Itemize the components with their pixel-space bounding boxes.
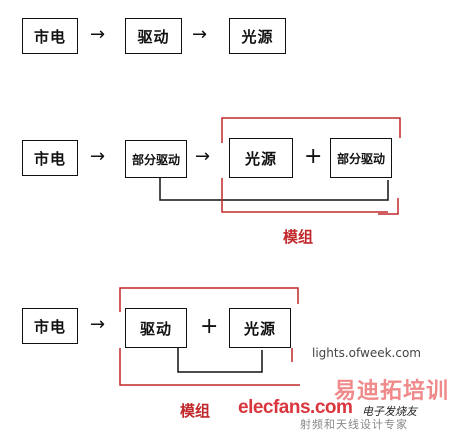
row2-arrow-2: → bbox=[195, 146, 211, 167]
row2-partial-driver-label: 部分驱动 bbox=[131, 152, 180, 167]
row3-driver-box: 驱动 bbox=[125, 308, 187, 348]
row2-light-source-label: 光源 bbox=[244, 149, 277, 168]
row2-mains-box: 市电 bbox=[22, 140, 78, 176]
row1-arrow-2: → bbox=[192, 24, 208, 45]
row1-arrow-1: → bbox=[90, 24, 106, 45]
row3-arrow-1: → bbox=[90, 314, 106, 335]
row2-arrow-1: → bbox=[90, 146, 106, 167]
row3-plus-sign: + bbox=[200, 314, 219, 339]
row1-light-source-label: 光源 bbox=[241, 27, 274, 46]
row3-connector bbox=[177, 348, 263, 373]
row3-driver-label: 驱动 bbox=[139, 319, 172, 338]
row2-partial-driver-box: 部分驱动 bbox=[125, 140, 187, 178]
row2-bracket-right bbox=[378, 198, 399, 215]
row3-light-source-label: 光源 bbox=[243, 319, 276, 338]
training-sub-watermark: 射频和天线设计专家 bbox=[300, 418, 408, 431]
row1-mains-label: 市电 bbox=[33, 27, 66, 46]
row2-partial-driver-box-2: 部分驱动 bbox=[330, 138, 392, 178]
row3-module-label: 模组 bbox=[180, 402, 211, 420]
row3-mains-label: 市电 bbox=[33, 317, 66, 336]
elecfans-watermark: elecfans.com bbox=[238, 397, 353, 418]
row1-mains-box: 市电 bbox=[22, 18, 78, 54]
row2-bracket-bottom bbox=[221, 178, 388, 213]
ofweek-watermark: lights.ofweek.com bbox=[312, 346, 421, 360]
row3-mains-box: 市电 bbox=[22, 308, 78, 344]
row1-driver-label: 驱动 bbox=[137, 27, 170, 46]
row2-connector bbox=[159, 178, 389, 201]
row3-bracket-bottom bbox=[119, 348, 300, 386]
row2-module-label: 模组 bbox=[283, 228, 314, 246]
row2-partial-driver-label-2: 部分驱动 bbox=[336, 151, 385, 166]
row3-light-source-box: 光源 bbox=[229, 308, 291, 348]
row2-plus-sign: + bbox=[304, 144, 323, 169]
row1-driver-box: 驱动 bbox=[125, 18, 182, 54]
row1-light-source-box: 光源 bbox=[229, 18, 286, 54]
row2-light-source-box: 光源 bbox=[229, 138, 293, 178]
training-watermark: 易迪拓培训 bbox=[334, 379, 450, 404]
elecfans-cn-watermark: 电子发烧友 bbox=[362, 405, 417, 418]
row2-mains-label: 市电 bbox=[33, 149, 66, 168]
